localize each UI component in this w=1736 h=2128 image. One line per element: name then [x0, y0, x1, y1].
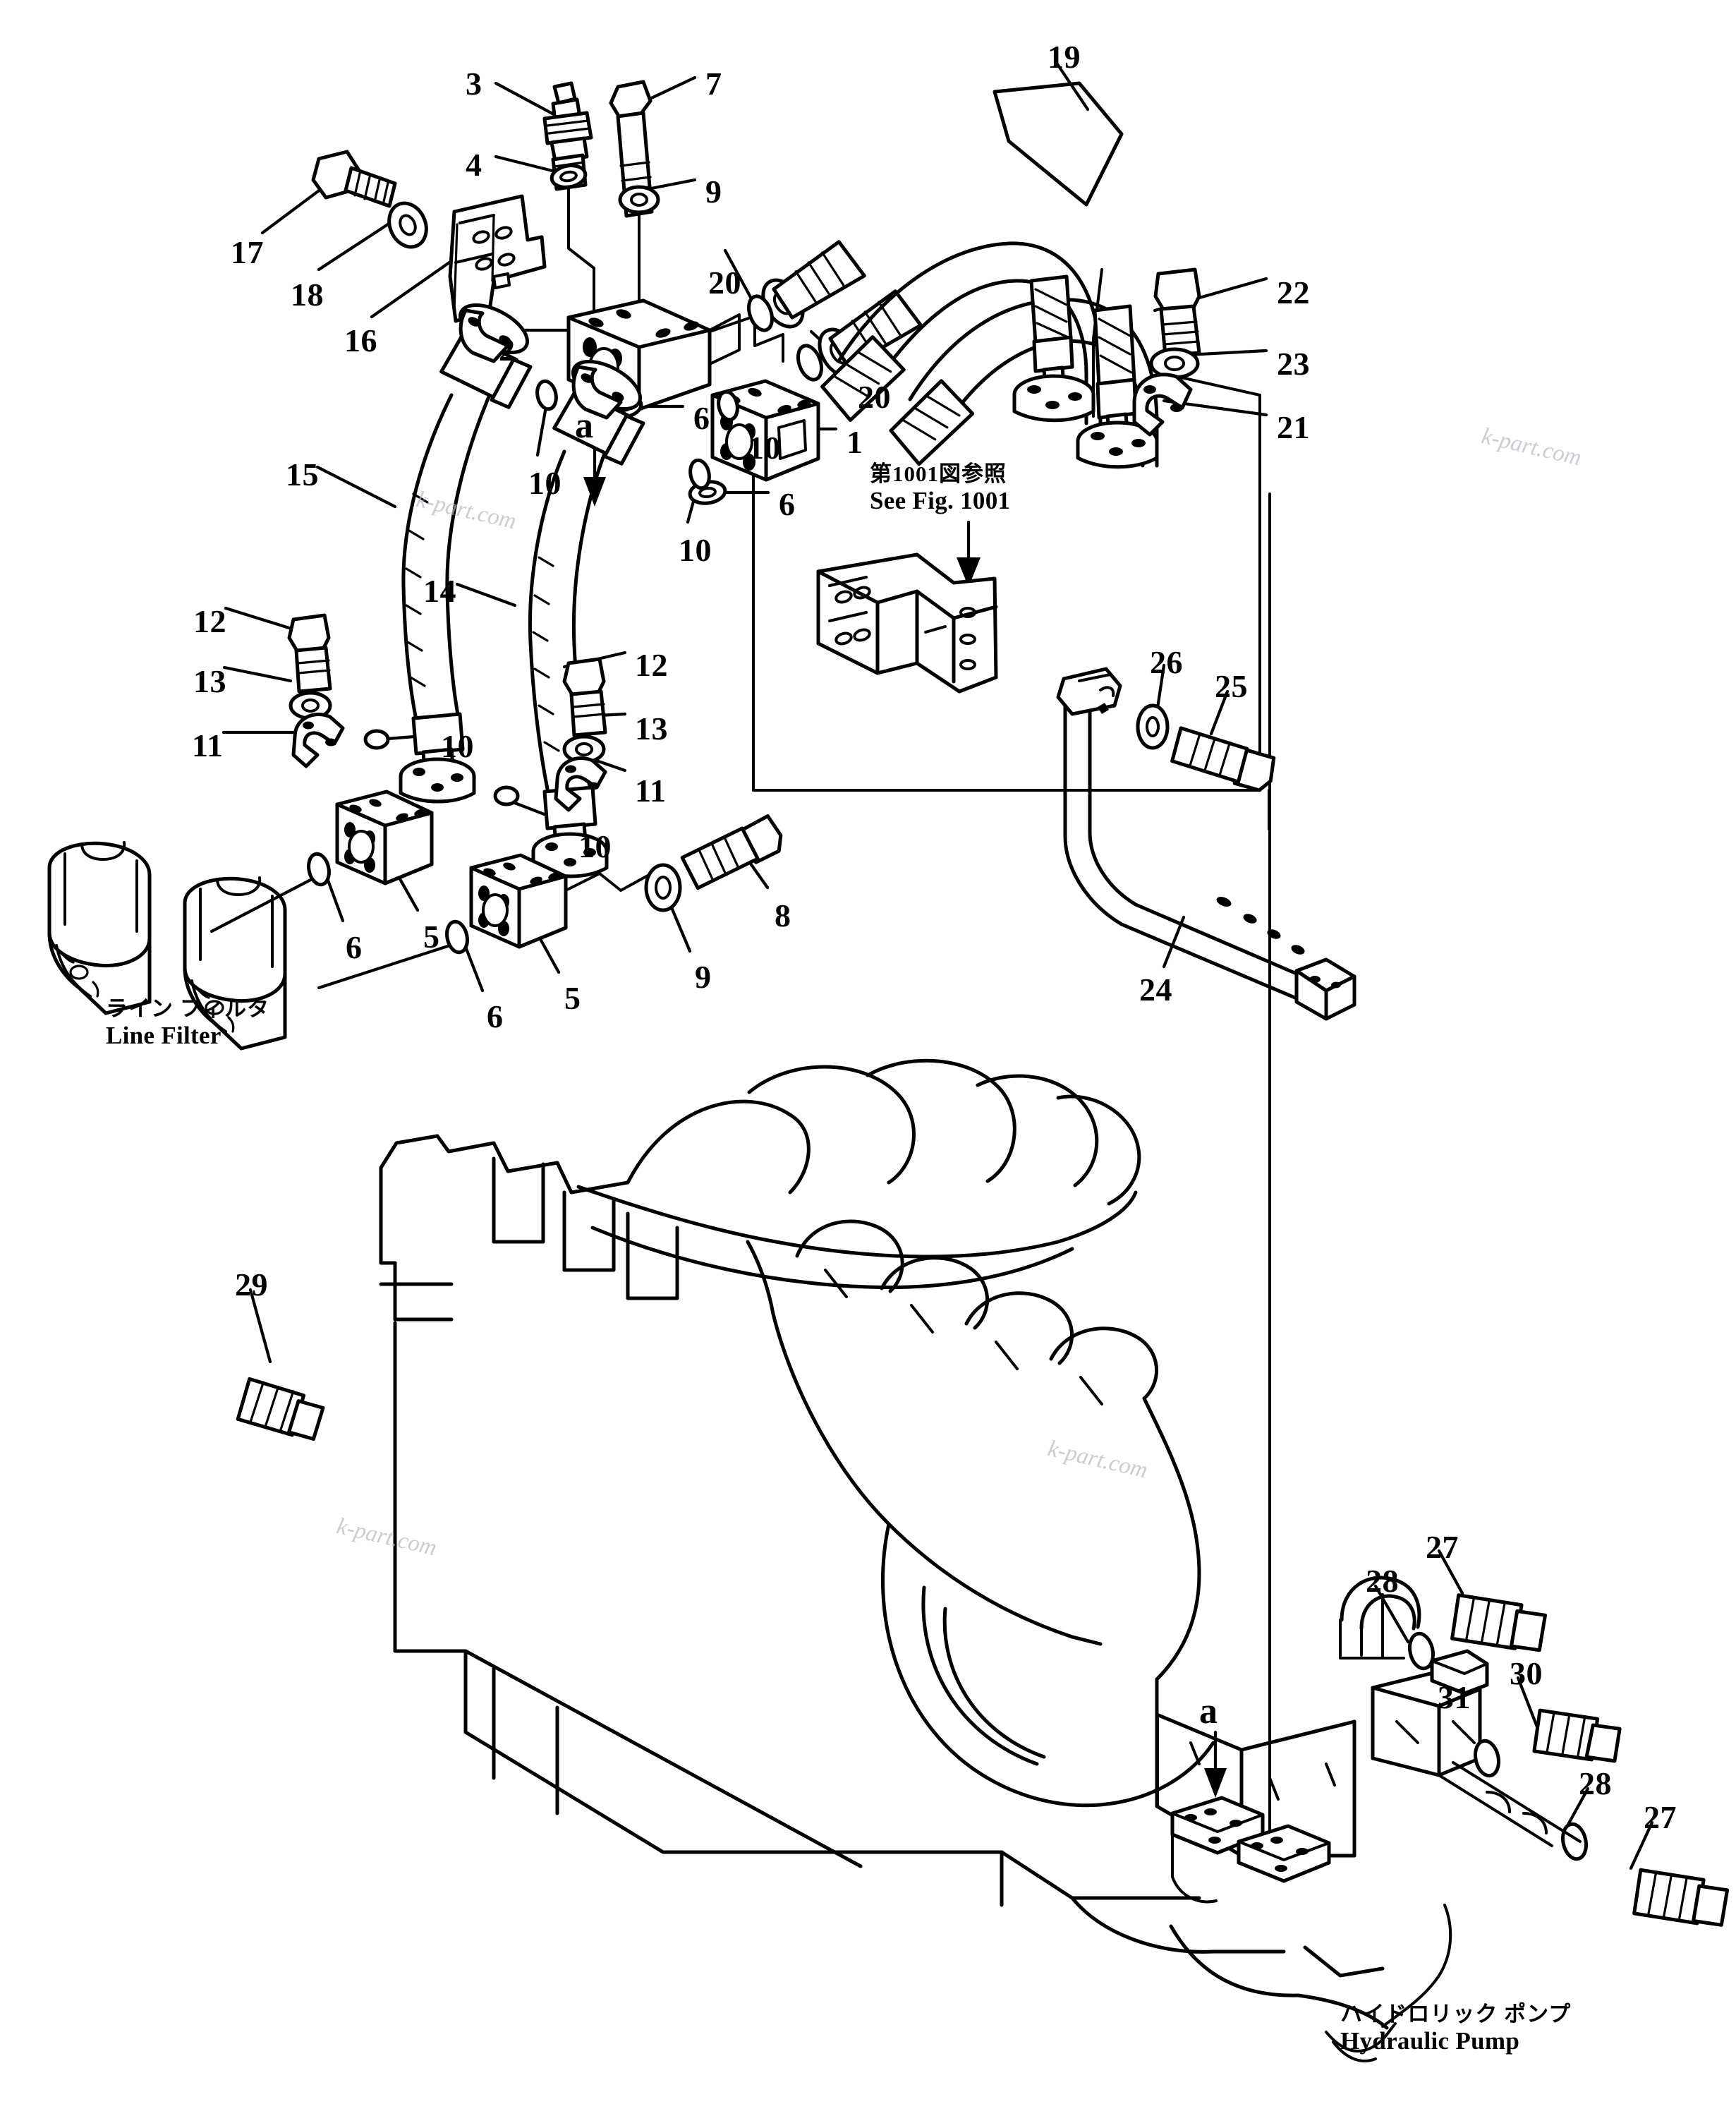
callout-1: 1 — [846, 424, 863, 460]
callout-24: 24 — [1139, 972, 1172, 1008]
callout-10-b: 10 — [679, 532, 712, 568]
callout-10-a: 10 — [528, 465, 562, 501]
callout-10-e: 10 — [578, 828, 612, 864]
note-hydraulic-pump-en: Hydraulic Pump — [1340, 2026, 1520, 2055]
callout-13-b: 13 — [635, 711, 668, 746]
note-line-filter-en: Line Filter — [106, 1021, 221, 1049]
callout-28-b: 28 — [1579, 1765, 1612, 1801]
callout-27-b: 27 — [1644, 1799, 1677, 1835]
callout-23: 23 — [1277, 346, 1310, 382]
callout-a-upper: a — [575, 406, 594, 446]
callout-6-d: 6 — [487, 998, 504, 1034]
callout-9-bottom: 9 — [695, 959, 712, 995]
callout-11-b: 11 — [635, 773, 667, 809]
callout-5-a: 5 — [423, 919, 440, 955]
callout-10-c: 10 — [748, 430, 781, 466]
note-hydraulic-pump: ハイドロリック ポンプ Hydraulic Pump — [1340, 2002, 1571, 2055]
callout-21: 21 — [1277, 409, 1310, 445]
note-line-filter-jp: ライン フィルタ — [106, 996, 270, 1021]
callout-27-a: 27 — [1426, 1529, 1459, 1565]
callout-17: 17 — [231, 234, 264, 270]
callout-11-a: 11 — [192, 727, 224, 763]
callout-18: 18 — [291, 277, 324, 313]
callout-6-upper: 6 — [693, 400, 710, 436]
callout-29: 29 — [235, 1266, 268, 1302]
callout-13-a: 13 — [193, 663, 226, 699]
callout-14: 14 — [423, 573, 456, 609]
callout-5-b: 5 — [564, 980, 581, 1016]
callout-12-a: 12 — [193, 603, 226, 639]
callout-31: 31 — [1438, 1679, 1471, 1715]
callout-15: 15 — [286, 457, 319, 492]
callout-30: 30 — [1510, 1655, 1543, 1691]
callout-16: 16 — [344, 322, 377, 358]
callout-26: 26 — [1150, 644, 1183, 680]
callout-20-upper: 20 — [708, 265, 741, 301]
note-see-fig-1001-jp: 第1001図参照 — [870, 461, 1007, 486]
callout-20-lower: 20 — [858, 379, 891, 415]
callout-2: 2 — [499, 332, 516, 368]
note-see-fig-1001: 第1001図参照 See Fig. 1001 — [870, 461, 1011, 514]
callout-22: 22 — [1277, 274, 1310, 310]
callout-6-lower: 6 — [779, 486, 796, 522]
callout-a-lower: a — [1199, 1691, 1218, 1731]
callout-12-b: 12 — [635, 647, 668, 683]
callout-10-d: 10 — [441, 728, 474, 764]
callout-19: 19 — [1048, 39, 1081, 75]
callout-28-a: 28 — [1366, 1563, 1399, 1599]
note-hydraulic-pump-jp: ハイドロリック ポンプ — [1340, 2002, 1572, 2026]
callout-3: 3 — [466, 66, 482, 102]
callout-7: 7 — [705, 66, 722, 102]
callout-8: 8 — [775, 897, 791, 933]
callout-4: 4 — [466, 147, 482, 183]
callout-25: 25 — [1215, 668, 1248, 704]
callout-6-c: 6 — [346, 929, 363, 965]
note-see-fig-1001-en: See Fig. 1001 — [870, 486, 1011, 514]
callout-9-top: 9 — [705, 174, 722, 210]
note-line-filter: ライン フィルタ Line Filter — [106, 996, 270, 1049]
